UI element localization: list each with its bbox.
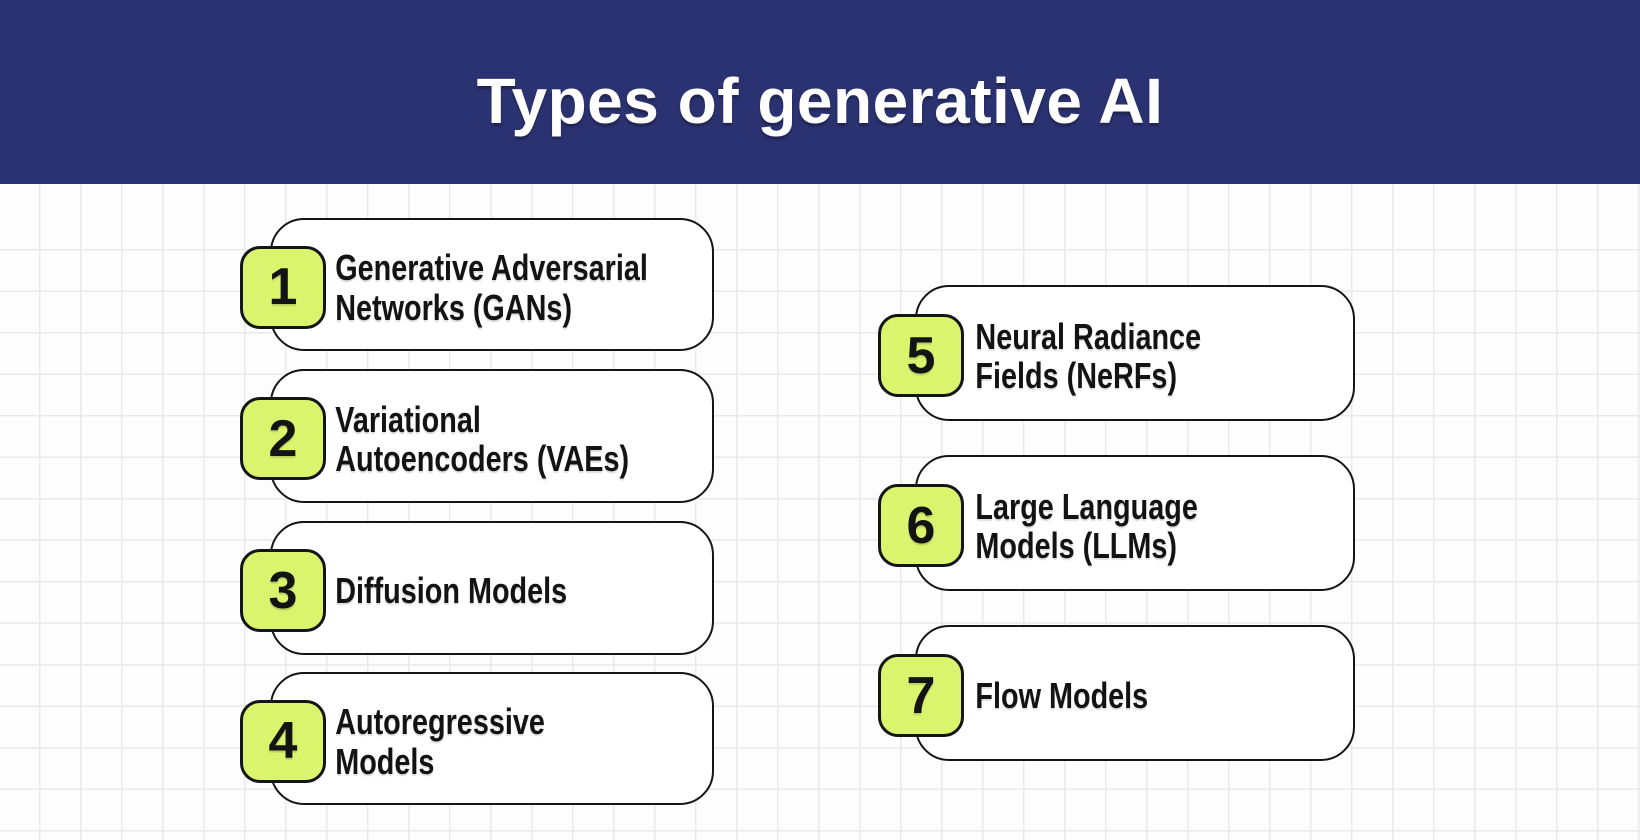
type-label-line2: Networks (GANs) [335,286,573,328]
number-badge: 6 [878,484,964,567]
type-label-line1: Flow Models [975,675,1149,717]
type-label-line1: Autoregressive [335,701,545,743]
number-badge: 5 [878,314,964,397]
type-card-diffusion: 3 Diffusion Models [240,521,714,655]
type-label-line2: Models [335,740,435,782]
type-label: Diffusion Models [272,565,624,610]
number-badge: 7 [878,654,964,737]
type-card-llms: 6 Large Language Models (LLMs) [878,455,1355,591]
type-label-line1: Variational [335,398,481,440]
type-card-autoregressive: 4 Autoregressive Models [240,672,714,805]
type-label: Large Language Models (LLMs) [917,481,1266,566]
type-label: Flow Models [917,670,1266,715]
type-label: Generative Adversarial Networks (GANs) [272,242,648,328]
type-label: Autoregressive Models [272,696,624,782]
grid-background-upper-band [0,184,1640,226]
header-banner: Types of generative AI [0,0,1640,184]
number-badge: 2 [240,397,326,480]
number-badge: 4 [240,699,326,783]
type-label-line1: Generative Adversarial [335,247,648,289]
type-label-line2: Autoencoders (VAEs) [335,438,630,479]
number-badge: 3 [240,549,326,632]
type-label-line2: Models (LLMs) [975,525,1177,566]
type-card-vaes: 2 Variational Autoencoders (VAEs) [240,369,714,503]
number-badge: 1 [240,245,326,329]
type-card-flow: 7 Flow Models [878,625,1355,761]
type-label-line1: Large Language [975,485,1198,527]
type-label-line1: Diffusion Models [335,570,568,612]
type-card-nerfs: 5 Neural Radiance Fields (NeRFs) [878,285,1355,421]
type-label: Variational Autoencoders (VAEs) [272,394,630,479]
page-title: Types of generative AI [476,65,1164,137]
type-label-line1: Neural Radiance [975,315,1202,357]
type-label-line2: Fields (NeRFs) [975,355,1178,396]
type-label: Neural Radiance Fields (NeRFs) [917,311,1266,396]
type-card-gans: 1 Generative Adversarial Networks (GANs) [240,218,714,351]
